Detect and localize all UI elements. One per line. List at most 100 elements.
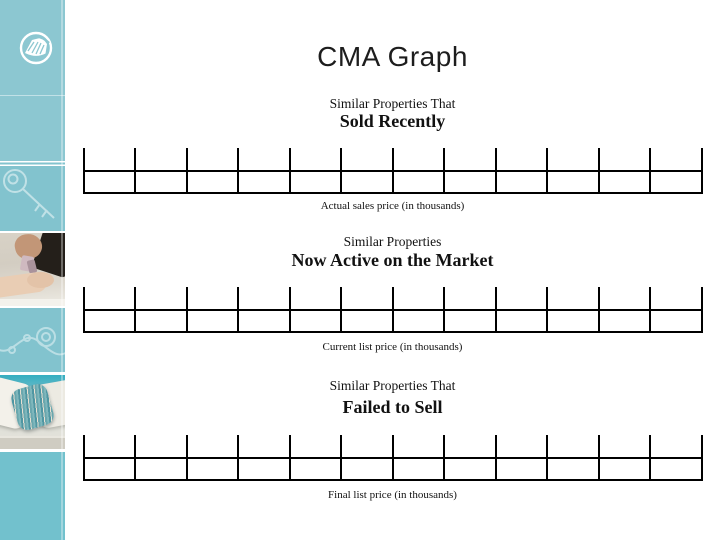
scale-cell: [597, 148, 650, 170]
scale-cell: [391, 459, 444, 479]
scale-cell: [82, 148, 135, 170]
photo-band-shape: [0, 299, 65, 306]
prudential-rock-logo-icon: [18, 30, 54, 66]
scale-cell: [649, 287, 703, 309]
scale-cell: [134, 311, 186, 331]
section-heading: Sold Recently: [339, 111, 446, 131]
scale-cell: [597, 459, 650, 479]
scale-cell: [82, 459, 135, 479]
scale-cell: [185, 287, 238, 309]
scale-cell: [391, 287, 444, 309]
scale-cell: [546, 435, 598, 457]
scale-cell: [82, 435, 135, 457]
scale-cell: [134, 172, 186, 192]
scale-cell: [494, 459, 547, 479]
scale-cell: [649, 311, 703, 331]
scale-caption: Current list price (in thousands): [322, 341, 463, 353]
slide-title: CMA Graph: [317, 41, 468, 72]
section-subtitle: Similar Properties: [343, 234, 442, 249]
scale-cell: [494, 435, 547, 457]
scale-cell: [288, 435, 341, 457]
scale-cell: [237, 172, 289, 192]
scale-cell: [237, 148, 289, 170]
scale-cell: [443, 435, 495, 457]
scale-caption: Final list price (in thousands): [328, 489, 457, 501]
scale-cell: [597, 172, 650, 192]
scale-cell: [134, 435, 186, 457]
scale-cell: [391, 435, 444, 457]
sidebar-block-plain: [0, 96, 65, 161]
scale-cell: [185, 459, 238, 479]
section-subtitle: Similar Properties That: [329, 96, 456, 111]
section-failed-to-sell: Similar Properties That Failed to Sell F…: [65, 378, 720, 513]
section-heading: Now Active on the Market: [291, 250, 494, 270]
price-scale-failed-to-sell: [82, 435, 703, 481]
sidebar-divider: [0, 95, 65, 96]
scale-cell: [185, 435, 238, 457]
scale-cell: [340, 172, 392, 192]
scale-cell: [340, 148, 392, 170]
scale-cell: [443, 172, 495, 192]
scale-cell: [494, 148, 547, 170]
scale-cell: [649, 172, 703, 192]
scale-cell: [546, 459, 598, 479]
scale-cell: [185, 148, 238, 170]
scale-cell: [546, 287, 598, 309]
photo-pillows: [0, 375, 65, 449]
sidebar-divider: [0, 306, 65, 308]
scale-cell: [185, 172, 238, 192]
photo-handing-keys: [0, 233, 65, 306]
scale-cell: [340, 287, 392, 309]
section-now-active: Similar Properties Now Active on the Mar…: [65, 234, 720, 369]
photo-couch-shape: [0, 436, 65, 449]
scale-cell: [494, 172, 547, 192]
scale-cell: [597, 287, 650, 309]
scale-cell: [494, 311, 547, 331]
scale-cell: [288, 148, 341, 170]
scale-cell: [546, 148, 598, 170]
scale-tick-row: [82, 148, 703, 170]
sidebar-divider: [0, 372, 65, 375]
scale-cell: [237, 459, 289, 479]
price-scale-sold-recently: [82, 148, 703, 194]
scale-cell-row: [82, 170, 703, 194]
scale-cell: [82, 311, 135, 331]
scale-cell: [185, 311, 238, 331]
scale-cell: [237, 287, 289, 309]
key-outline-icon: [0, 166, 65, 231]
scale-cell: [134, 287, 186, 309]
scale-cell: [391, 148, 444, 170]
scale-cell: [134, 459, 186, 479]
scale-cell: [391, 172, 444, 192]
scale-cell: [288, 311, 341, 331]
scale-cell: [597, 311, 650, 331]
scale-cell: [443, 459, 495, 479]
scale-caption: Actual sales price (in thousands): [320, 200, 465, 212]
scale-cell: [340, 435, 392, 457]
scale-tick-row: [82, 287, 703, 309]
scale-cell: [134, 148, 186, 170]
scale-cell: [82, 287, 135, 309]
scale-cell: [288, 459, 341, 479]
scale-cell: [237, 311, 289, 331]
scale-cell: [288, 172, 341, 192]
slide-content: CMA Graph Similar Properties That Sold R…: [65, 0, 720, 540]
scale-tick-row: [82, 435, 703, 457]
scale-cell: [288, 287, 341, 309]
scale-cell: [391, 311, 444, 331]
scale-cell: [649, 435, 703, 457]
sidebar-artwork: [0, 0, 65, 540]
scale-cell: [237, 435, 289, 457]
scale-cell: [546, 172, 598, 192]
section-heading: Failed to Sell: [342, 397, 443, 417]
scale-cell: [443, 287, 495, 309]
scale-cell-row: [82, 457, 703, 481]
section-sold-recently: Similar Properties That Sold Recently Ac…: [65, 96, 720, 231]
scale-cell: [597, 435, 650, 457]
scale-cell: [649, 148, 703, 170]
chain-outline-icon: [0, 308, 65, 372]
sidebar-divider: [0, 231, 65, 233]
scale-cell: [340, 311, 392, 331]
scale-cell: [82, 172, 135, 192]
